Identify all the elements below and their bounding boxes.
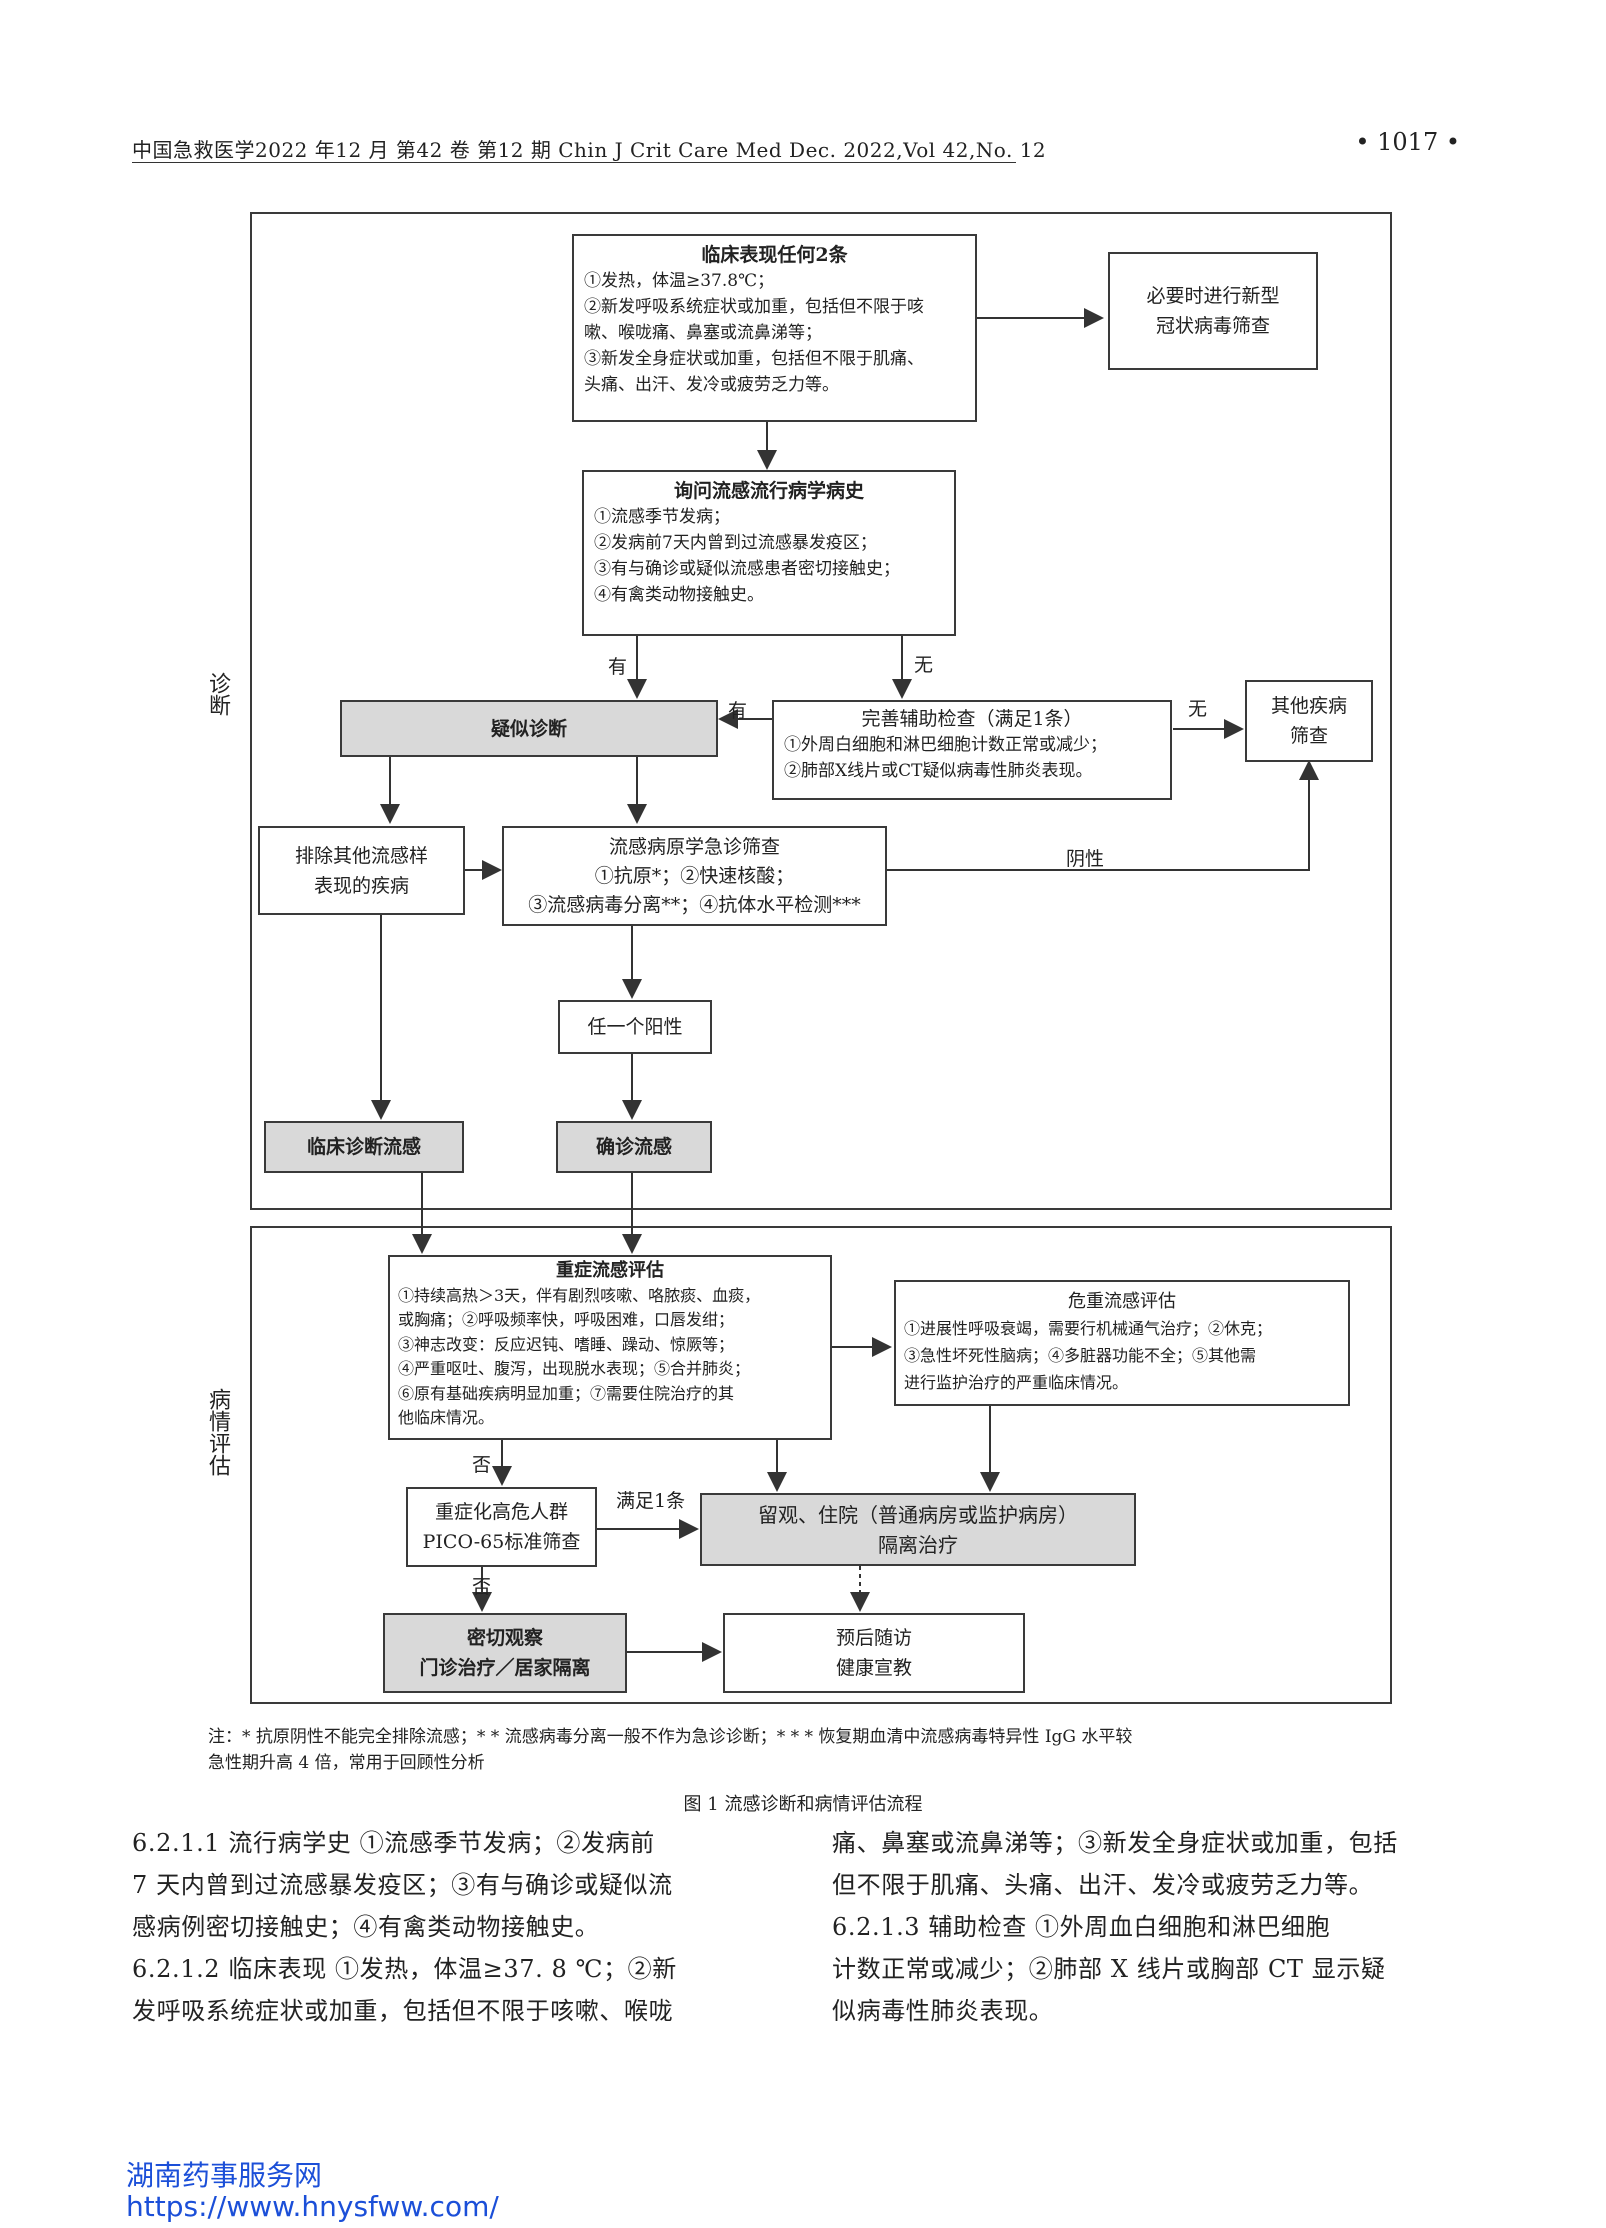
body-line: 6.2.1.2 临床表现 ①发热，体温≥37. 8 ℃；②新 <box>132 1955 677 1983</box>
other-disease-line: 筛查 <box>1289 725 1328 747</box>
suspected-diagnosis-box: 疑似诊断 <box>340 700 718 757</box>
epidemiology-line: ④有禽类动物接触史。 <box>594 585 764 605</box>
severe-assessment-line: ④严重呕吐、腹泻，出现脱水表现；⑤合并肺炎； <box>398 1359 751 1378</box>
edge-label-yes: 有 <box>728 700 748 722</box>
any-positive-box: 任一个阳性 <box>558 1000 712 1054</box>
body-line: 但不限于肌痛、头痛、出汗、发冷或疲劳乏力等。 <box>832 1871 1374 1899</box>
watermark-name: 湖南药事服务网 <box>126 2159 323 2192</box>
follow-up-box: 预后随访 健康宣教 <box>723 1613 1025 1693</box>
body-column-left: 6.2.1.1 流行病学史 ①流感季节发病；②发病前 7 天内曾到过流感暴发疫区… <box>132 1822 770 2032</box>
figure-note-line: 急性期升高 4 倍，常用于回顾性分析 <box>208 1753 485 1773</box>
epidemiology-title: 询问流感流行病学病史 <box>673 480 864 502</box>
figure-note-line: 注：* 抗原阴性不能完全排除流感；* * 流感病毒分离一般不作为急诊诊断；* *… <box>208 1727 1133 1747</box>
aux-exam-line: ②肺部X线片或CT疑似病毒性肺炎表现。 <box>784 761 1093 781</box>
covid-screening-line: 冠状病毒筛查 <box>1155 315 1270 337</box>
critical-assessment-line: 进行监护治疗的严重临床情况。 <box>904 1373 1129 1392</box>
header-rule <box>132 162 1016 163</box>
suspected-diagnosis-label: 疑似诊断 <box>490 717 567 740</box>
edge-label-no: 无 <box>914 654 934 676</box>
clinical-diagnosis-label: 临床诊断流感 <box>306 1136 421 1158</box>
hospitalization-box: 留观、住院（普通病房或监护病房） 隔离治疗 <box>700 1493 1136 1566</box>
edge-label-yes: 有 <box>608 656 628 678</box>
severe-assessment-title: 重症流感评估 <box>556 1260 664 1281</box>
clinical-criteria-box: 临床表现任何2条 ①发热，体温≥37.8℃； ②新发呼吸系统症状或加重，包括但不… <box>572 234 977 422</box>
body-line: 似病毒性肺炎表现。 <box>832 1997 1054 2025</box>
critical-assessment-title: 危重流感评估 <box>1068 1291 1176 1312</box>
watermark-url[interactable]: https://www.hnysfww.com/ <box>126 2190 499 2223</box>
pico-screening-box: 重症化高危人群 PICO-65标准筛查 <box>406 1487 597 1567</box>
etiology-screen-line: ①抗原*；②快速核酸； <box>594 864 795 887</box>
clinical-criteria-line: ①发热，体温≥37.8℃； <box>584 271 775 291</box>
close-observation-line: 门诊治疗／居家隔离 <box>419 1657 591 1679</box>
aux-exam-line: ①外周白细胞和淋巴细胞计数正常或减少； <box>784 735 1107 755</box>
section-label-assessment: 病情评估 <box>205 1388 230 1476</box>
critical-assessment-box: 危重流感评估 ①进展性呼吸衰竭，需要行机械通气治疗；②休克； ③急性坏死性脑病；… <box>894 1280 1350 1406</box>
section-label-diagnosis: 诊断 <box>205 672 230 716</box>
critical-assessment-line: ③急性坏死性脑病；④多脏器功能不全；⑤其他需 <box>904 1346 1257 1365</box>
exclude-disease-line: 排除其他流感样 <box>294 844 428 867</box>
body-line: 发呼吸系统症状或加重，包括但不限于咳嗽、喉咙 <box>132 1997 674 2025</box>
epidemiology-box: 询问流感流行病学病史 ①流感季节发病； ②发病前7天内曾到过流感暴发疫区； ③有… <box>582 470 956 636</box>
page-number: • 1017 • <box>1355 128 1460 156</box>
hospitalization-line: 隔离治疗 <box>878 1532 958 1557</box>
hospitalization-line: 留观、住院（普通病房或监护病房） <box>758 1502 1078 1527</box>
epidemiology-line: ③有与确诊或疑似流感患者密切接触史； <box>594 559 900 579</box>
epidemiology-line: ②发病前7天内曾到过流感暴发疫区； <box>594 533 877 553</box>
severe-assessment-box: 重症流感评估 ①持续高热＞3天，伴有剧烈咳嗽、咯脓痰、血痰， 或胸痛；②呼吸频率… <box>388 1255 832 1440</box>
critical-assessment-line: ①进展性呼吸衰竭，需要行机械通气治疗；②休克； <box>904 1319 1273 1338</box>
journal-header: 中国急救医学2022 年12 月 第42 卷 第12 期 Chin J Crit… <box>132 138 1047 162</box>
aux-exam-title: 完善辅助检查（满足1条） <box>861 708 1083 730</box>
covid-screening-line: 必要时进行新型 <box>1146 285 1280 307</box>
follow-up-line: 健康宣教 <box>835 1657 912 1679</box>
clinical-criteria-line: 头痛、出汗、发冷或疲劳乏力等。 <box>584 375 839 395</box>
body-line: 7 天内曾到过流感暴发疫区；③有与确诊或疑似流 <box>132 1871 673 1899</box>
exclude-disease-box: 排除其他流感样 表现的疾病 <box>258 826 465 915</box>
exclude-disease-line: 表现的疾病 <box>313 874 409 897</box>
edge-label-no: 无 <box>1188 698 1208 720</box>
aux-exam-box: 完善辅助检查（满足1条） ①外周白细胞和淋巴细胞计数正常或减少； ②肺部X线片或… <box>772 700 1172 800</box>
edge-label-negative: 阴性 <box>1066 848 1105 870</box>
confirmed-influenza-label: 确诊流感 <box>595 1136 672 1158</box>
body-line: 计数正常或减少；②肺部 X 线片或胸部 CT 显示疑 <box>832 1955 1386 1983</box>
etiology-screen-line: ③流感病毒分离**；④抗体水平检测*** <box>528 893 861 916</box>
pico-screening-line: 重症化高危人群 <box>434 1501 568 1523</box>
figure-note: 注：* 抗原阴性不能完全排除流感；* * 流感病毒分离一般不作为急诊诊断；* *… <box>208 1724 1408 1776</box>
figure-caption: 图 1 流感诊断和病情评估流程 <box>683 1794 923 1815</box>
edge-label-no: 否 <box>472 1454 492 1476</box>
severe-assessment-line: 或胸痛；②呼吸频率快，呼吸困难，口唇发绀； <box>398 1310 735 1329</box>
close-observation-box: 密切观察 门诊治疗／居家隔离 <box>383 1613 627 1693</box>
edge-label-no: 否 <box>472 1576 492 1598</box>
close-observation-line: 密切观察 <box>466 1627 543 1649</box>
clinical-criteria-title: 临床表现任何2条 <box>701 244 848 266</box>
edge-label-meet-one: 满足1条 <box>616 1490 686 1512</box>
severe-assessment-line: ③神志改变：反应迟钝、嗜睡、躁动、惊厥等； <box>398 1334 735 1354</box>
etiology-screen-title: 流感病原学急诊筛查 <box>608 835 780 858</box>
clinical-criteria-line: 嗽、喉咙痛、鼻塞或流鼻涕等； <box>584 323 822 343</box>
body-line: 6.2.1.3 辅助检查 ①外周血白细胞和淋巴细胞 <box>832 1913 1331 1941</box>
other-disease-box: 其他疾病 筛查 <box>1245 680 1373 762</box>
covid-screening-box: 必要时进行新型 冠状病毒筛查 <box>1108 252 1318 370</box>
clinical-diagnosis-box: 临床诊断流感 <box>264 1121 464 1173</box>
confirmed-influenza-box: 确诊流感 <box>556 1121 712 1173</box>
severe-assessment-line: 他临床情况。 <box>398 1408 495 1427</box>
other-disease-line: 其他疾病 <box>1270 695 1347 717</box>
body-line: 感病例密切接触史；④有禽类动物接触史。 <box>132 1913 600 1941</box>
clinical-criteria-line: ③新发全身症状或加重，包括但不限于肌痛、 <box>584 349 924 369</box>
follow-up-line: 预后随访 <box>835 1627 912 1649</box>
pico-screening-line: PICO-65标准筛查 <box>422 1531 581 1553</box>
body-column-right: 痛、鼻塞或流鼻涕等；③新发全身症状或加重，包括 但不限于肌痛、头痛、出汗、发冷或… <box>832 1822 1470 2032</box>
etiology-screen-box: 流感病原学急诊筛查 ①抗原*；②快速核酸； ③流感病毒分离**；④抗体水平检测*… <box>502 826 887 926</box>
severe-assessment-line: ⑥原有基础疾病明显加重；⑦需要住院治疗的其 <box>398 1383 735 1403</box>
any-positive-label: 任一个阳性 <box>587 1016 683 1038</box>
body-line: 痛、鼻塞或流鼻涕等；③新发全身症状或加重，包括 <box>832 1829 1398 1857</box>
clinical-criteria-line: ②新发呼吸系统症状或加重，包括但不限于咳 <box>584 297 924 317</box>
epidemiology-line: ①流感季节发病； <box>594 507 730 527</box>
body-line: 6.2.1.1 流行病学史 ①流感季节发病；②发病前 <box>132 1829 655 1857</box>
severe-assessment-line: ①持续高热＞3天，伴有剧烈咳嗽、咯脓痰、血痰， <box>398 1285 761 1305</box>
